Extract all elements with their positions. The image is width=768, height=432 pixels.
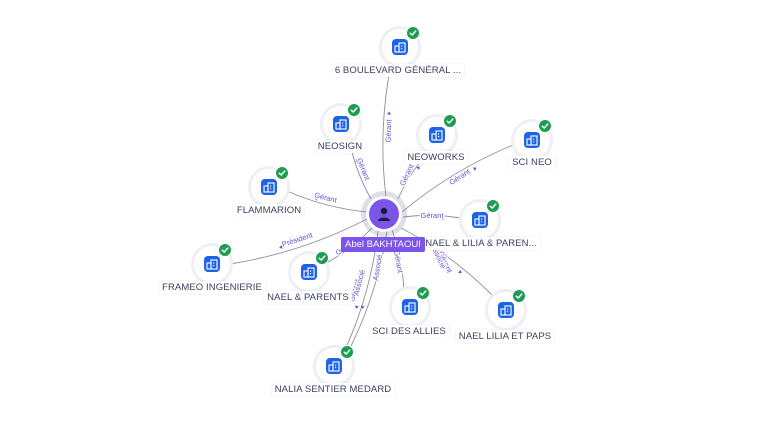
relation-label: Associé xyxy=(371,254,384,281)
verified-check-icon xyxy=(347,103,361,117)
verified-check-icon xyxy=(443,114,457,128)
relation-arrow xyxy=(441,216,446,221)
company-icon xyxy=(261,179,277,195)
relation-label: Gérant xyxy=(421,211,445,220)
company-node-nael-parents[interactable] xyxy=(291,251,329,290)
company-label-nalia[interactable]: NALIA SENTIER MEDARD xyxy=(271,383,395,396)
company-label-frameo[interactable]: FRAMEO INGENIERIE xyxy=(159,281,265,294)
company-label-nael-lilia-parents[interactable]: NAEL & LILIA & PAREN... xyxy=(422,237,540,250)
company-icon xyxy=(333,116,349,132)
company-node-sci-des-allies[interactable] xyxy=(392,286,430,325)
verified-check-icon xyxy=(406,26,420,40)
company-label-6-boulevard[interactable]: 6 BOULEVARD GÉNÉRAL ... xyxy=(331,64,465,77)
company-node-nael-lilia-paps[interactable] xyxy=(488,289,526,328)
company-node-neoworks[interactable] xyxy=(419,114,457,153)
company-node-neosign[interactable] xyxy=(323,103,361,142)
relation-arrow xyxy=(397,268,402,273)
verified-check-icon xyxy=(416,286,430,300)
company-icon xyxy=(392,39,408,55)
relation-arrow xyxy=(360,305,365,309)
company-icon xyxy=(326,358,342,374)
company-label-nael-parents[interactable]: NAEL & PARENTS xyxy=(264,291,352,304)
company-node-6-boulevard[interactable] xyxy=(382,26,420,65)
relation-label: Associé xyxy=(351,269,366,297)
company-icon xyxy=(498,302,514,318)
company-label-neoworks[interactable]: NEOWORKS xyxy=(404,151,468,164)
verified-check-icon xyxy=(512,289,526,303)
company-node-nalia[interactable] xyxy=(316,345,354,384)
company-label-sci-des-allies[interactable]: SCI DES ALLIES xyxy=(369,325,449,338)
company-label-flammarion[interactable]: FLAMMARION xyxy=(233,204,305,217)
company-icon xyxy=(429,127,445,143)
relation-edge-nael-lilia-paps xyxy=(400,227,496,299)
verified-check-icon xyxy=(340,345,354,359)
relation-label: Gérant xyxy=(313,190,338,205)
relation-edge-6-boulevard xyxy=(382,63,392,198)
company-label-sci-neo[interactable]: SCI NEO xyxy=(509,156,555,169)
relation-arrow xyxy=(458,269,462,274)
verified-check-icon xyxy=(315,251,329,265)
relation-arrow xyxy=(354,305,359,309)
company-icon xyxy=(524,132,540,148)
center-person-node[interactable] xyxy=(366,196,402,232)
verified-check-icon xyxy=(486,199,500,213)
verified-check-icon xyxy=(538,119,552,133)
relation-label: Gérant xyxy=(448,166,473,187)
company-icon xyxy=(402,299,418,315)
relation-edge-flammarion xyxy=(286,190,368,213)
company-icon xyxy=(472,212,488,228)
center-person-label[interactable]: Abel BAKHTAOUI xyxy=(341,237,425,252)
relation-label: Président xyxy=(281,230,315,249)
company-label-neosign[interactable]: NEOSIGN xyxy=(314,140,366,153)
relation-edge-frameo xyxy=(229,218,368,265)
relation-label: Gérant xyxy=(392,249,405,274)
relation-arrow xyxy=(279,244,283,249)
relation-edge-sci-des-allies xyxy=(391,229,405,294)
company-node-flammarion[interactable] xyxy=(251,166,289,205)
relation-label: Gérant xyxy=(398,162,416,187)
relation-arrow xyxy=(387,111,392,115)
relation-arrow xyxy=(472,167,477,171)
company-node-nael-lilia-parents[interactable] xyxy=(462,199,500,238)
verified-check-icon xyxy=(218,243,232,257)
company-icon xyxy=(204,256,220,272)
relation-edge-sci-neo xyxy=(401,142,519,213)
company-node-frameo[interactable] xyxy=(194,243,232,282)
company-node-sci-neo[interactable] xyxy=(514,119,552,158)
company-label-nael-lilia-paps[interactable]: NAEL LILIA ET PAPS xyxy=(455,330,555,343)
relation-label: Gérant xyxy=(384,118,394,142)
person-icon xyxy=(369,199,399,229)
company-icon xyxy=(301,264,317,280)
verified-check-icon xyxy=(275,166,289,180)
relation-arrow xyxy=(314,197,318,201)
relation-arrow xyxy=(416,166,420,170)
relation-arrow xyxy=(355,158,360,163)
relation-edge-nael-lilia-parents xyxy=(402,214,467,220)
